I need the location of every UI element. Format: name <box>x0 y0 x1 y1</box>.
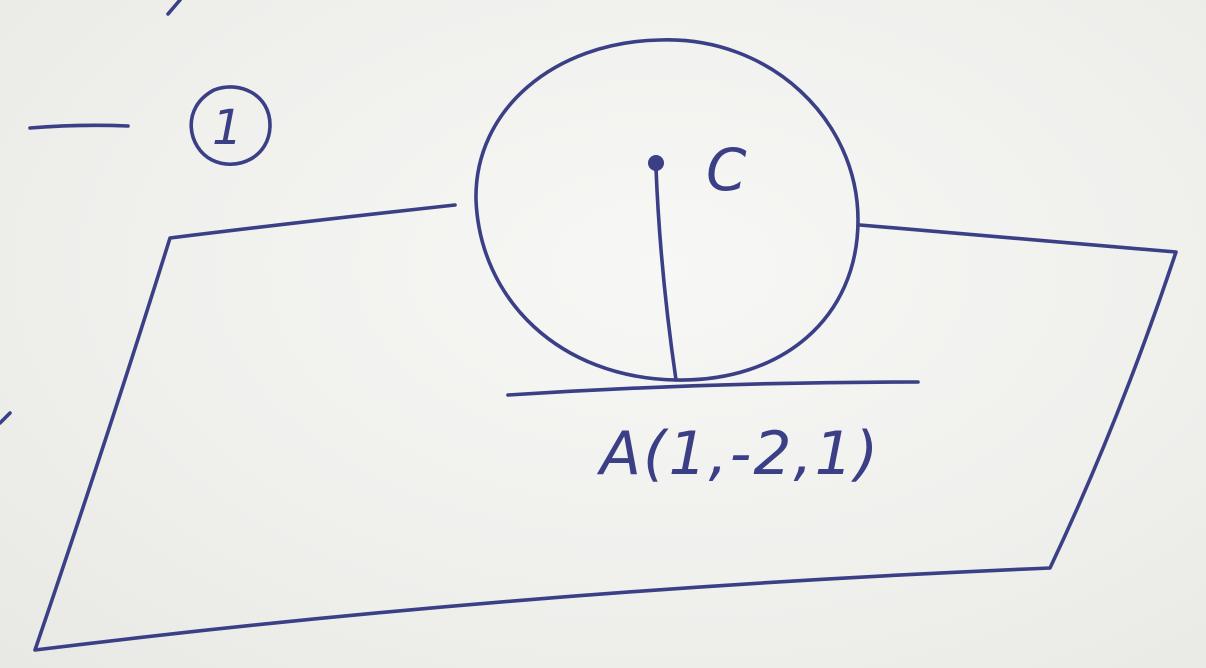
plane-outline <box>33 203 1178 652</box>
equation-marker-text: 1 <box>212 100 243 156</box>
tangent-line <box>506 380 920 397</box>
dash-stroke <box>28 123 130 130</box>
stray-left-stroke <box>0 411 12 425</box>
center-label: C <box>706 136 747 204</box>
equation-marker-circle <box>189 85 272 166</box>
stray-top-stroke <box>166 0 182 16</box>
point-a-label: A(1,-2,1) <box>596 419 880 489</box>
center-point <box>648 155 664 171</box>
radius-line <box>654 166 678 382</box>
sphere <box>474 38 860 382</box>
